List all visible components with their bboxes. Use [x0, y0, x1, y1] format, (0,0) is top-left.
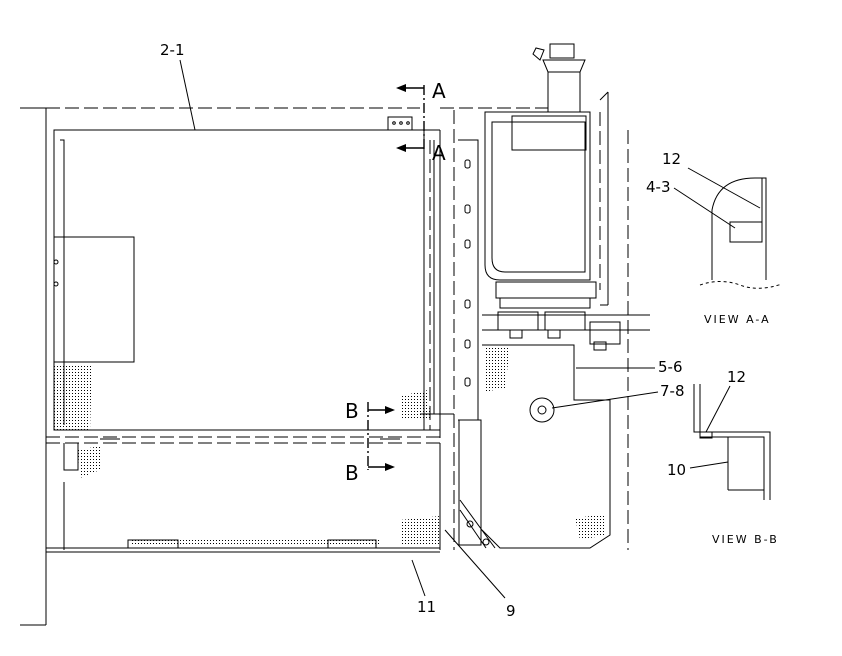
- tank: [484, 43, 609, 309]
- callout-12-view-b: 12: [727, 368, 746, 386]
- leader-lines: [179, 59, 761, 599]
- callout-11: 11: [417, 598, 436, 616]
- callout-12-view-a: 12: [662, 150, 681, 168]
- mounting-bracket: [458, 139, 496, 549]
- lower-tray: [46, 438, 441, 553]
- callout-9: 9: [506, 602, 516, 620]
- callout-7-8: 7-8: [660, 382, 685, 400]
- section-arrows: [385, 84, 406, 471]
- view-b-detail: [693, 384, 771, 500]
- section-label-b-top: B: [345, 399, 359, 423]
- housing-outline: [46, 107, 629, 550]
- callout-5-6: 5-6: [658, 358, 683, 376]
- view-b-b-title: VIEW B-B: [712, 533, 779, 546]
- callout-10: 10: [667, 461, 686, 479]
- enclosure-left-wall: [20, 107, 47, 626]
- callout-4-3: 4-3: [646, 178, 671, 196]
- view-a-detail: [699, 177, 783, 289]
- section-label-b-bottom: B: [345, 461, 359, 485]
- battery-box: [53, 116, 454, 438]
- callout-2-1: 2-1: [160, 41, 185, 59]
- section-label-a-top: A: [432, 79, 446, 103]
- lower-bracket: [481, 344, 611, 549]
- section-label-a-bottom: A: [432, 141, 446, 165]
- mounting-plate: [482, 311, 650, 351]
- view-a-a-title: VIEW A-A: [704, 313, 771, 326]
- hatching: [54, 348, 606, 546]
